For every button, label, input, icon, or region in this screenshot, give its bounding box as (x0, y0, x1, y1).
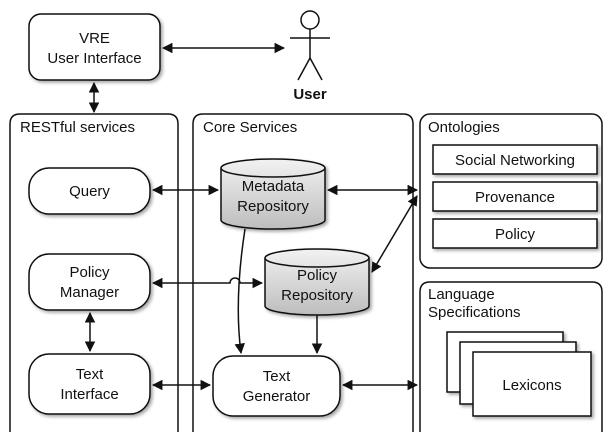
query-node: Query (28, 167, 151, 215)
ontology-item-policy: Policy (432, 218, 598, 249)
query-label: Query (69, 183, 110, 200)
connector-policymanager-policyrepo (151, 277, 264, 289)
lexicon-sheet-front (472, 351, 592, 417)
vre-user-interface-box: VRE User Interface (28, 13, 161, 81)
connector-metadata-textgenerator (234, 228, 246, 355)
text-generator-label-line2: Generator (243, 388, 311, 405)
policy-manager-label-line2: Manager (60, 284, 119, 301)
panel-language-title-line1: Language (428, 286, 495, 303)
text-interface-node: Text Interface (28, 353, 151, 415)
panel-ontologies-title: Ontologies (428, 119, 500, 136)
ontology-item-social-networking: Social Networking (432, 144, 598, 175)
ontology-item-provenance: Provenance (432, 181, 598, 212)
panel-language-title-line2: Specifications (428, 304, 521, 321)
panel-ontologies: Ontologies (419, 113, 603, 269)
user-label: User (293, 86, 327, 103)
connector-policyrepo-ontologies (371, 195, 418, 273)
panel-core-title: Core Services (203, 119, 297, 136)
text-interface-label-line1: Text (76, 366, 104, 383)
policy-manager-node: Policy Manager (28, 253, 151, 311)
panel-core-services: Core Services (192, 113, 414, 432)
ontology-label-policy: Policy (495, 226, 536, 243)
panel-restful-services: RESTful services (9, 113, 179, 432)
lexicons-label: Lexicons (502, 377, 561, 394)
panel-language-specifications: Language Specifications (419, 281, 603, 432)
policy-manager-label-line1: Policy (69, 264, 110, 281)
metadata-repository-cylinder: Metadata Repository (220, 158, 326, 230)
panel-restful-title: RESTful services (20, 119, 135, 136)
policy-repository-label-line2: Repository (281, 287, 353, 304)
text-generator-node: Text Generator (212, 355, 341, 417)
lexicons-stack: Lexicons (446, 331, 592, 417)
text-generator-label-line1: Text (263, 368, 291, 385)
policy-repository-label-line1: Policy (297, 267, 338, 284)
metadata-repository-label-line1: Metadata (242, 178, 305, 195)
vre-label-line1: VRE (79, 30, 110, 47)
user-actor: User (290, 10, 330, 103)
connectors (84, 42, 419, 391)
ontology-label-social-networking: Social Networking (455, 152, 575, 169)
text-interface-label-line2: Interface (60, 386, 118, 403)
policy-repository-cylinder: Policy Repository (264, 248, 370, 316)
ontology-label-provenance: Provenance (475, 189, 555, 206)
metadata-repository-label-line2: Repository (237, 198, 309, 215)
stick-figure-icon (290, 10, 330, 81)
vre-label-line2: User Interface (47, 50, 141, 67)
